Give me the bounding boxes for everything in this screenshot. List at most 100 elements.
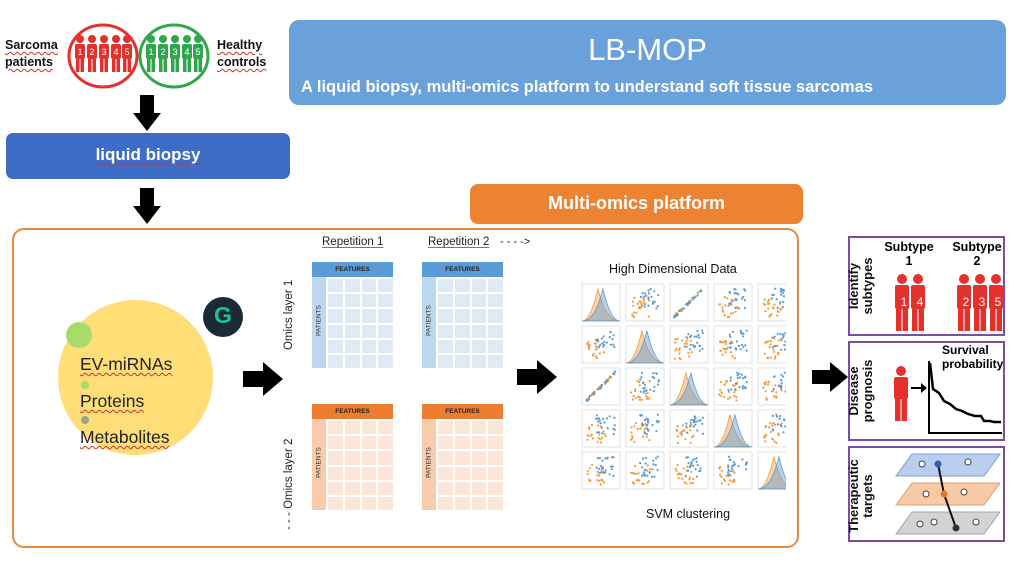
- subtype-1-title: Subtype 1: [884, 240, 934, 268]
- scatter-point: [728, 342, 731, 345]
- scatter-point: [701, 432, 704, 435]
- scatter-point: [652, 463, 655, 466]
- grammarly-icon[interactable]: G: [203, 297, 243, 337]
- scatter-point: [694, 295, 697, 298]
- pair-plot-cell: [581, 451, 621, 490]
- scatter-point: [696, 294, 699, 297]
- scatter-point: [641, 435, 644, 438]
- scatter-point: [773, 395, 776, 398]
- scatter-point: [688, 476, 692, 479]
- scatter-point: [685, 482, 688, 485]
- sample-item-proteins: Proteins: [80, 391, 145, 411]
- scatter-point: [739, 348, 742, 351]
- scatter-point: [674, 349, 677, 352]
- matrix-cell: [378, 436, 393, 450]
- matrix-cell: [328, 279, 343, 293]
- scatter-point: [730, 470, 733, 473]
- sample-item-metabolites: Metabolites: [80, 427, 170, 447]
- scatter-point: [596, 470, 599, 473]
- matrix-cell: [454, 309, 470, 323]
- scatter-point: [728, 390, 731, 393]
- scatter-point: [603, 432, 606, 435]
- scatter-point: [607, 377, 611, 380]
- density-curve: [581, 288, 621, 322]
- scatter-point: [598, 479, 601, 482]
- scatter-point: [689, 441, 692, 444]
- scatter-point: [602, 430, 605, 433]
- scatter-point: [776, 332, 779, 335]
- scatter-point: [744, 289, 747, 292]
- scatter-point: [775, 391, 778, 394]
- repetition-more-arrow: - - - ->: [500, 236, 531, 248]
- scatter-point: [603, 380, 606, 384]
- scatter-point: [728, 333, 731, 336]
- scatter-point: [631, 314, 634, 317]
- scatter-point: [647, 296, 650, 299]
- matrix-cell: [344, 339, 360, 353]
- scatter-point: [601, 342, 604, 345]
- scatter-point: [673, 315, 676, 318]
- scatter-point: [587, 397, 590, 400]
- scatter-point: [653, 376, 656, 379]
- scatter-point: [643, 383, 646, 386]
- scatter-point: [597, 420, 600, 423]
- matrix-cell: [471, 279, 487, 293]
- scatter-point: [676, 441, 680, 444]
- scatter-point: [641, 482, 644, 485]
- multi-omics-label: Multi-omics platform: [547, 193, 725, 213]
- scatter-point: [693, 335, 696, 338]
- scatter-point: [737, 344, 741, 347]
- scatter-point: [653, 300, 656, 303]
- scatter-point: [604, 471, 607, 474]
- scatter-point: [684, 438, 687, 441]
- pair-plot-cell: [669, 409, 709, 448]
- scatter-point: [644, 392, 647, 395]
- controls-label: Healthy controls: [217, 37, 266, 71]
- scatter-point: [633, 296, 636, 299]
- scatter-point: [585, 399, 588, 402]
- matrix-cell: [328, 451, 343, 465]
- scatter-point: [735, 347, 738, 351]
- scatter-point: [767, 298, 771, 302]
- subtype-2-title-line-1: Subtype: [952, 240, 1002, 254]
- matrix-cell: [454, 451, 470, 465]
- matrix-cell: [438, 279, 453, 293]
- scatter-point: [780, 337, 783, 341]
- matrix-cell: [378, 451, 393, 465]
- scatter-point: [593, 342, 596, 345]
- scatter-point: [684, 475, 687, 478]
- scatter-point: [728, 473, 731, 476]
- scatter-point: [776, 423, 779, 426]
- matrix-patients-side: PATIENTS: [422, 277, 436, 368]
- patients-label: Sarcoma patients: [5, 37, 58, 71]
- scatter-point: [643, 295, 646, 298]
- matrix-cell: [438, 451, 453, 465]
- matrix-cell: [378, 496, 393, 510]
- scatter-point: [779, 301, 782, 304]
- scatter-point: [605, 341, 608, 344]
- scatter-point: [612, 427, 615, 430]
- density-curve: [757, 456, 786, 490]
- scatter-point: [643, 427, 646, 431]
- matrix-patients-label: PATIENTS: [425, 305, 433, 336]
- scatter-point: [689, 343, 692, 346]
- matrix-cell: [328, 496, 343, 510]
- scatter-point: [784, 390, 786, 393]
- scatter-point: [652, 390, 655, 393]
- scatter-point: [775, 298, 778, 301]
- arrow-right-icon: [911, 383, 927, 393]
- scatter-point: [690, 418, 693, 421]
- scatter-point: [771, 336, 774, 339]
- scatter-point: [735, 396, 738, 399]
- scatter-point: [741, 385, 744, 388]
- scatter-point: [720, 391, 723, 394]
- matrix-cell: [488, 324, 503, 338]
- disease-prognosis-panel: Disease prognosis Survival probability: [846, 341, 1005, 441]
- svg-text:4: 4: [184, 47, 189, 57]
- scatter-point: [605, 417, 608, 420]
- scatter-point: [782, 336, 785, 339]
- matrix-cell: [488, 451, 503, 465]
- pair-plot-cell: [581, 325, 621, 364]
- scatter-point: [645, 435, 648, 438]
